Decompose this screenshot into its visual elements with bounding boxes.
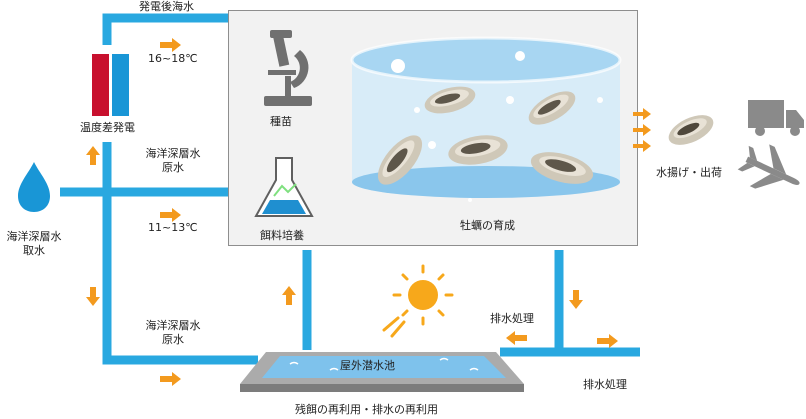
arrow-out-2 — [633, 124, 651, 136]
pipe-otec-to-facility — [102, 13, 228, 45]
microscope-icon — [264, 30, 312, 106]
arrow-out-3 — [633, 140, 651, 152]
temp-mid-label: 11~13℃ — [148, 221, 198, 234]
intake-label: 海洋深層水 取水 — [6, 230, 62, 257]
arrow-left-drain — [506, 331, 527, 345]
pipe-main-vertical — [102, 142, 258, 365]
oyster-icon — [668, 115, 714, 145]
sun-icon — [382, 264, 454, 338]
arrow-up-otec — [86, 146, 100, 165]
power-seawater-label: 発電後海水 — [139, 0, 194, 13]
pond-icon — [240, 352, 524, 392]
otec-generator-icon — [92, 54, 129, 116]
flow-arrows — [86, 38, 651, 386]
seed-label: 種苗 — [270, 115, 292, 128]
deep-raw-water-label-2: 海洋深層水 原水 — [145, 319, 201, 346]
reuse-label: 残餌の再利用・排水の再利用 — [295, 403, 438, 416]
oyster-icon — [530, 152, 594, 184]
oyster-growth-label: 牡蠣の育成 — [460, 219, 515, 232]
deep-raw-water-label: 海洋深層水 原水 — [145, 147, 201, 174]
oyster-icon — [448, 135, 508, 165]
arrow-up-pond — [282, 286, 296, 305]
arrow-right-mid — [160, 208, 181, 222]
airplane-icon — [737, 144, 800, 189]
arrow-down-drain — [569, 290, 583, 309]
truck-icon — [748, 100, 804, 136]
drain-label-1: 排水処理 — [490, 312, 534, 325]
oyster-icon — [528, 91, 576, 125]
arrow-out-1 — [633, 108, 651, 120]
arrow-down-main — [86, 287, 100, 306]
oyster-icon — [424, 86, 476, 114]
flask-icon — [254, 157, 314, 217]
harvest-label: 水揚げ・出荷 — [656, 166, 722, 179]
oyster-group — [377, 86, 594, 185]
temp-top-label: 16~18℃ — [148, 52, 198, 65]
pond-label: 屋外潜水池 — [340, 359, 395, 372]
arrow-right-top — [160, 38, 181, 52]
otec-label: 温度差発電 — [80, 121, 135, 134]
feed-label: 餌料培養 — [260, 229, 304, 242]
drain-label-2: 排水処理 — [583, 378, 627, 391]
water-drop-icon — [18, 162, 50, 212]
arrow-right-bottom — [160, 372, 181, 386]
arrow-right-drain — [597, 334, 618, 348]
oyster-icon — [377, 135, 423, 185]
